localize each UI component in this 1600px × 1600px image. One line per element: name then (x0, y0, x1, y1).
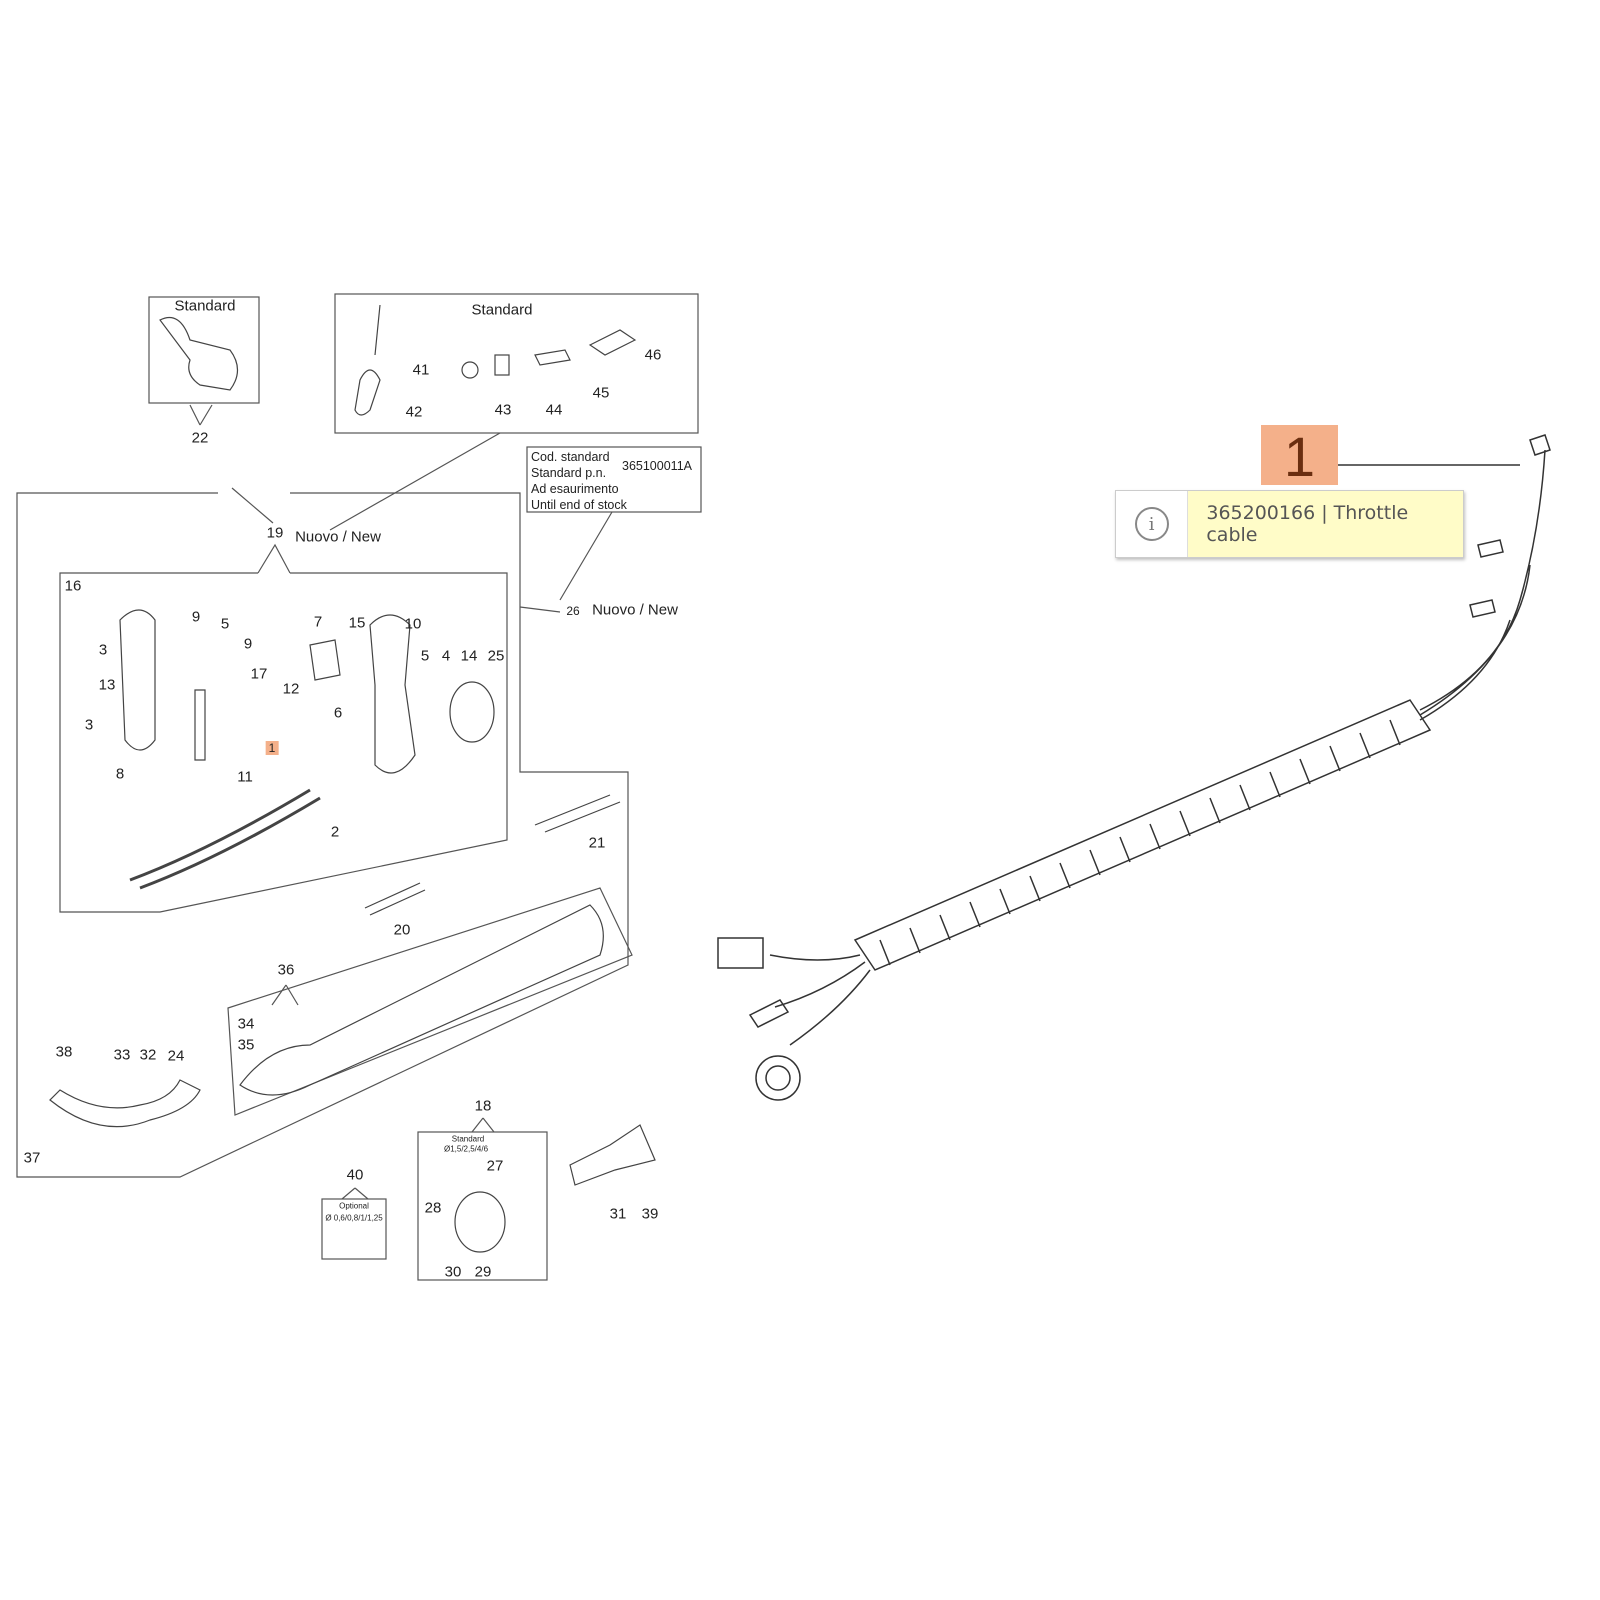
callout-number[interactable]: 21 (588, 834, 606, 852)
callout-number[interactable]: 30 (444, 1263, 462, 1281)
info-icon[interactable]: i (1134, 507, 1169, 541)
info-icon-container: i (1116, 491, 1189, 557)
callout-number[interactable]: 11 (237, 768, 253, 786)
standard-part-number: 365100011A (622, 459, 692, 473)
callout-number[interactable]: 16 (64, 577, 82, 595)
standard-label: Standard (471, 301, 533, 319)
callout-number[interactable]: 22 (191, 429, 209, 447)
callout-number[interactable]: 14 (460, 647, 478, 665)
callout-number[interactable]: 42 (405, 403, 423, 421)
callout-number[interactable]: 27 (486, 1157, 504, 1175)
callout-number[interactable]: 25 (487, 647, 505, 665)
standard-label: Standard (174, 297, 236, 315)
nuovo-new-label: Nuovo / New (592, 601, 678, 619)
standard-handle-box (148, 296, 260, 404)
callout-number[interactable]: 12 (282, 680, 300, 698)
callout-number[interactable]: 43 (494, 401, 512, 419)
callout-number[interactable]: 5 (220, 615, 230, 633)
callout-number[interactable]: 31 (609, 1205, 627, 1223)
box40-title: Optional (339, 1201, 369, 1211)
callout-number[interactable]: 20 (393, 921, 411, 939)
cod-line: Until end of stock (531, 498, 627, 512)
callout-number[interactable]: 17 (250, 665, 268, 683)
handle-assembly-outline (59, 572, 508, 913)
part-tooltip: i 365200166 | Throttle cable (1115, 490, 1464, 558)
callout-number[interactable]: 45 (592, 384, 610, 402)
callout-number[interactable]: 9 (243, 635, 253, 653)
callout-number[interactable]: 7 (313, 613, 323, 631)
callout-number[interactable]: 28 (424, 1199, 442, 1217)
callout-number[interactable]: 3 (84, 716, 94, 734)
callout-number[interactable]: 19 (266, 524, 284, 542)
callout-number[interactable]: 3 (98, 641, 108, 659)
callout-number[interactable]: 34 (237, 1015, 255, 1033)
callout-number[interactable]: 8 (115, 765, 125, 783)
callout-number[interactable]: 41 (412, 361, 430, 379)
cod-line: Ad esaurimento (531, 482, 619, 496)
callout-number[interactable]: 35 (237, 1036, 255, 1054)
callout-number[interactable]: 10 (404, 615, 422, 633)
callout-number[interactable]: 29 (474, 1263, 492, 1281)
nuovo-new-label: Nuovo / New (295, 528, 381, 546)
cod-line: Standard p.n. (531, 466, 607, 480)
cod-standard-box (526, 446, 702, 513)
box-18 (417, 1131, 548, 1281)
callout-number[interactable]: 24 (167, 1047, 185, 1065)
box-40 (321, 1198, 387, 1260)
callout-number[interactable]: 15 (348, 614, 366, 632)
callout-number[interactable]: 32 (139, 1046, 157, 1064)
standard-parts-box (334, 293, 699, 434)
callout-number[interactable]: 33 (113, 1046, 131, 1064)
callout-number[interactable]: 5 (420, 647, 430, 665)
callout-number[interactable]: 18 (474, 1097, 492, 1115)
callout-number[interactable]: 26 (566, 604, 580, 618)
part-number-label: 365200166 | Throttle cable (1206, 502, 1409, 546)
cod-line: Cod. standard (531, 450, 610, 464)
callout-number[interactable]: 13 (98, 676, 116, 694)
box40-sizes: Ø 0,6/0,8/1/1,25 (325, 1213, 383, 1223)
callout-number[interactable]: 38 (55, 1043, 73, 1061)
callout-number[interactable]: 37 (23, 1149, 41, 1167)
callout-number-selected[interactable]: 1 (265, 741, 279, 755)
cod-standard-text: Cod. standard Standard p.n. Ad esaurimen… (531, 449, 627, 513)
throttle-cable-drawing (717, 434, 1551, 1101)
callout-number[interactable]: 46 (644, 346, 662, 364)
main-assembly-outline (16, 492, 629, 1178)
selected-callout-badge[interactable]: 1 (1261, 425, 1338, 488)
callout-number[interactable]: 2 (330, 823, 340, 841)
callout-number[interactable]: 4 (441, 647, 451, 665)
callout-number[interactable]: 9 (191, 608, 201, 626)
box18-sizes: Ø1,5/2,5/4/6 (443, 1144, 489, 1154)
callout-number[interactable]: 44 (545, 401, 563, 419)
callout-number[interactable]: 36 (277, 961, 295, 979)
callout-number[interactable]: 40 (346, 1166, 364, 1184)
parts-drawings (49, 304, 656, 1253)
box18-title: Standard (451, 1134, 485, 1144)
tube-assembly-outline (227, 887, 633, 1116)
callout-number[interactable]: 39 (641, 1205, 659, 1223)
callout-number[interactable]: 6 (333, 704, 343, 722)
